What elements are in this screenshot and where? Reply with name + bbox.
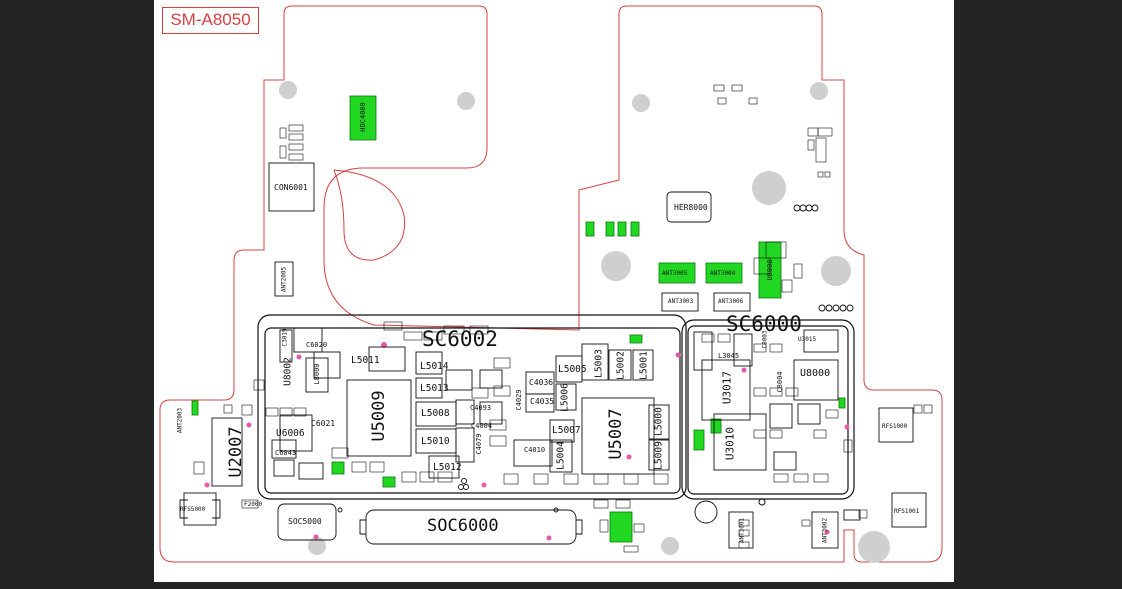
label-l5001: L5001	[638, 351, 650, 380]
label-rfs5000: RFS5000	[180, 506, 206, 513]
label-hdc4000: HDC4000	[359, 102, 367, 132]
label-u5007: U5007	[606, 408, 626, 460]
label-c4036: C4036	[529, 378, 554, 387]
board-model-label: SM-A8050	[162, 7, 259, 34]
label-ant3005: ANT3005	[662, 270, 688, 277]
label-ant3003: ANT3003	[668, 298, 694, 305]
highlighted-parts	[191, 95, 846, 543]
label-rfs1000: RFS1000	[882, 423, 908, 430]
label-ant3004: ANT3004	[710, 270, 736, 277]
label-l5010: L5010	[421, 436, 450, 447]
round-pads	[337, 204, 854, 524]
label-c6043: C6043	[275, 449, 297, 457]
label-sc6000: SC6000	[726, 312, 802, 336]
label-c4004: C4004	[471, 422, 493, 430]
label-ant3006: ANT3006	[718, 298, 744, 305]
label-u8008: U8008	[766, 259, 774, 281]
label-u3015: U3015	[798, 336, 817, 343]
boardview-canvas[interactable]: SM-A8050 SC6002 SC6000 SOC6000 U5009 U50…	[154, 0, 954, 582]
label-u2007: U2007	[226, 426, 246, 478]
label-u5009: U5009	[369, 390, 389, 442]
label-soc6000: SOC6000	[427, 516, 499, 536]
label-soc5000: SOC5000	[288, 517, 322, 526]
label-l5002: L5002	[615, 351, 627, 380]
label-ant2003: ANT2003	[176, 407, 184, 434]
label-l5004: L5004	[555, 441, 567, 470]
component-outlines	[183, 162, 927, 549]
label-con6001: CON6001	[274, 183, 308, 192]
test-points	[204, 342, 850, 541]
label-c4079: C4079	[475, 433, 483, 455]
label-ant2005: ANT2005	[280, 266, 288, 293]
label-l5003: L5003	[593, 349, 605, 378]
label-l5006: L5006	[559, 383, 571, 412]
shield-frames	[257, 314, 855, 500]
label-l5005: L5005	[558, 364, 587, 375]
label-c4029: C4029	[515, 389, 523, 411]
label-her8000: HER8000	[674, 203, 708, 212]
label-c3019: C3019	[281, 328, 289, 347]
pcb-board-drawing	[159, 5, 943, 563]
label-c4010: C4010	[524, 446, 546, 454]
label-c8003: C8003	[761, 330, 769, 349]
label-f2000: F2000	[244, 501, 263, 508]
label-l5009: L5009	[653, 441, 665, 470]
label-u3010: U3010	[723, 426, 737, 461]
label-u6006: U6006	[276, 428, 305, 439]
label-c4035: C4035	[530, 397, 555, 406]
label-l5013: L5013	[420, 383, 449, 394]
label-sc6002: SC6002	[422, 327, 498, 351]
label-c8004: C8004	[776, 371, 784, 393]
label-l5000: L5000	[653, 407, 665, 436]
label-rfs1001: RFS1001	[894, 508, 920, 515]
label-l5007: L5007	[552, 425, 581, 436]
label-ant3001: ANT3001	[738, 517, 746, 544]
label-ant3002: ANT3002	[821, 517, 829, 544]
label-u3017: U3017	[720, 370, 734, 405]
label-c4093: C4093	[470, 404, 492, 412]
label-c6021: C6021	[311, 419, 336, 428]
passive-parts	[193, 84, 933, 553]
mounting-holes	[279, 81, 890, 563]
label-l5014: L5014	[420, 361, 449, 372]
label-l5012: L5012	[433, 462, 462, 473]
label-l3045: L3045	[718, 352, 740, 360]
label-u8002: U8002	[282, 357, 294, 386]
board-outline	[159, 5, 943, 563]
label-l5008: L5008	[421, 408, 450, 419]
label-c6020: C6020	[306, 341, 328, 349]
label-l5011: L5011	[351, 355, 380, 366]
label-u8000: U8000	[800, 368, 831, 379]
label-l8000: L8000	[313, 363, 321, 385]
